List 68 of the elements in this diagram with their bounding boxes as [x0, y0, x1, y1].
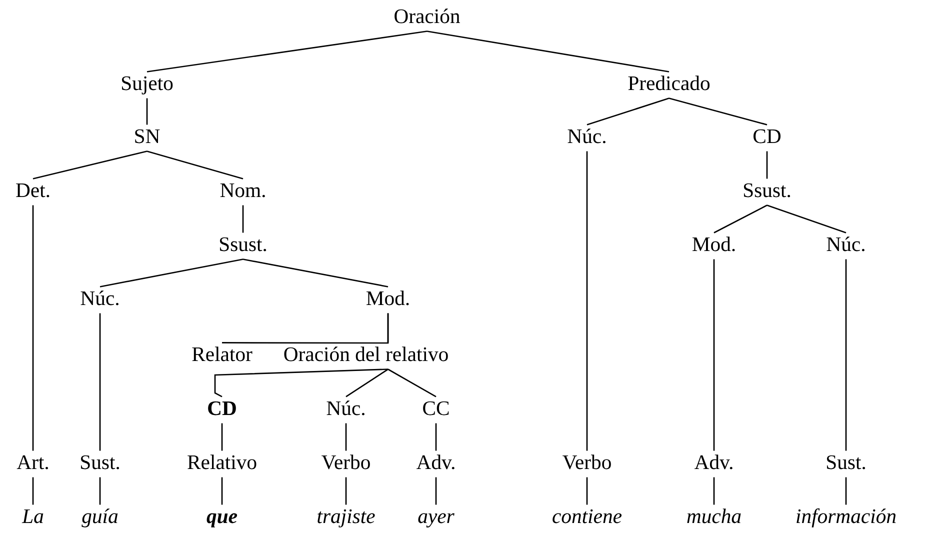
- branch-line: [388, 368, 436, 398]
- branch-line: [242, 258, 388, 288]
- branch-line: [100, 258, 244, 288]
- branch-line: [99, 313, 101, 451]
- branch-line: [668, 98, 768, 126]
- branch-line: [345, 423, 347, 451]
- branch-line: [345, 477, 347, 505]
- category-label: Mod.: [692, 236, 735, 252]
- branch-line: [346, 368, 388, 398]
- category-label: Oración del relativo: [284, 346, 448, 362]
- branch-line: [32, 477, 34, 505]
- branch-line: [242, 205, 244, 233]
- branch-line: [713, 477, 715, 505]
- category-label: Mod.: [366, 290, 409, 306]
- category-label: Nom.: [220, 183, 265, 198]
- branch-line: [845, 259, 847, 451]
- category-label: Relator: [192, 346, 252, 362]
- branch-line: [146, 30, 428, 72]
- category-label: Adv.: [694, 454, 732, 470]
- category-label: Det.: [16, 183, 50, 198]
- category-label: Ssust.: [220, 237, 266, 252]
- category-label: Sust.: [827, 455, 866, 470]
- category-label: CC: [423, 401, 449, 416]
- branch-line: [146, 98, 148, 125]
- category-label: Sujeto: [122, 76, 173, 94]
- branch-line: [586, 98, 670, 126]
- category-label: Núc.: [326, 400, 364, 416]
- category-label: Predicado: [628, 76, 710, 90]
- branch-line: [99, 477, 101, 505]
- word: trajiste: [318, 509, 375, 528]
- word: contiene: [552, 509, 622, 524]
- word: información: [796, 508, 896, 528]
- category-label: SN: [135, 129, 160, 144]
- branch-line: [221, 423, 223, 451]
- branch-line: [713, 259, 715, 451]
- category-label: Ssust.: [744, 183, 790, 198]
- branch-line: [32, 150, 148, 180]
- branch-line: [766, 204, 846, 234]
- branch-line: [766, 151, 768, 179]
- category-label: Núc.: [826, 236, 864, 252]
- category-label: Sust.: [81, 455, 120, 470]
- category-label: CD: [754, 129, 781, 144]
- branch-line: [845, 477, 847, 505]
- word: La: [22, 509, 44, 524]
- category-label: Art.: [16, 455, 48, 470]
- branch-line: [32, 205, 34, 451]
- category-label: Oración: [394, 8, 460, 24]
- word: ayer: [418, 513, 454, 528]
- category-label: Relativo: [188, 454, 256, 470]
- category-label: Núc.: [80, 290, 118, 306]
- branch-line: [586, 477, 588, 505]
- word: que: [206, 513, 238, 528]
- category-label: Verbo: [562, 454, 611, 470]
- branch-line: [426, 30, 670, 72]
- branch-line: [387, 313, 389, 343]
- branch-line: [586, 151, 588, 451]
- branch-line: [214, 368, 388, 398]
- branch-line: [435, 423, 437, 451]
- branch-line: [221, 477, 223, 505]
- word: guía: [82, 508, 118, 528]
- category-label: CD: [208, 401, 236, 416]
- category-label: Verbo: [322, 454, 370, 470]
- branch-line: [714, 204, 768, 234]
- branch-line: [435, 477, 437, 505]
- branch-line: [146, 150, 244, 180]
- category-label: Adv.: [416, 454, 454, 470]
- word: mucha: [687, 508, 741, 524]
- category-label: Núc.: [568, 128, 606, 144]
